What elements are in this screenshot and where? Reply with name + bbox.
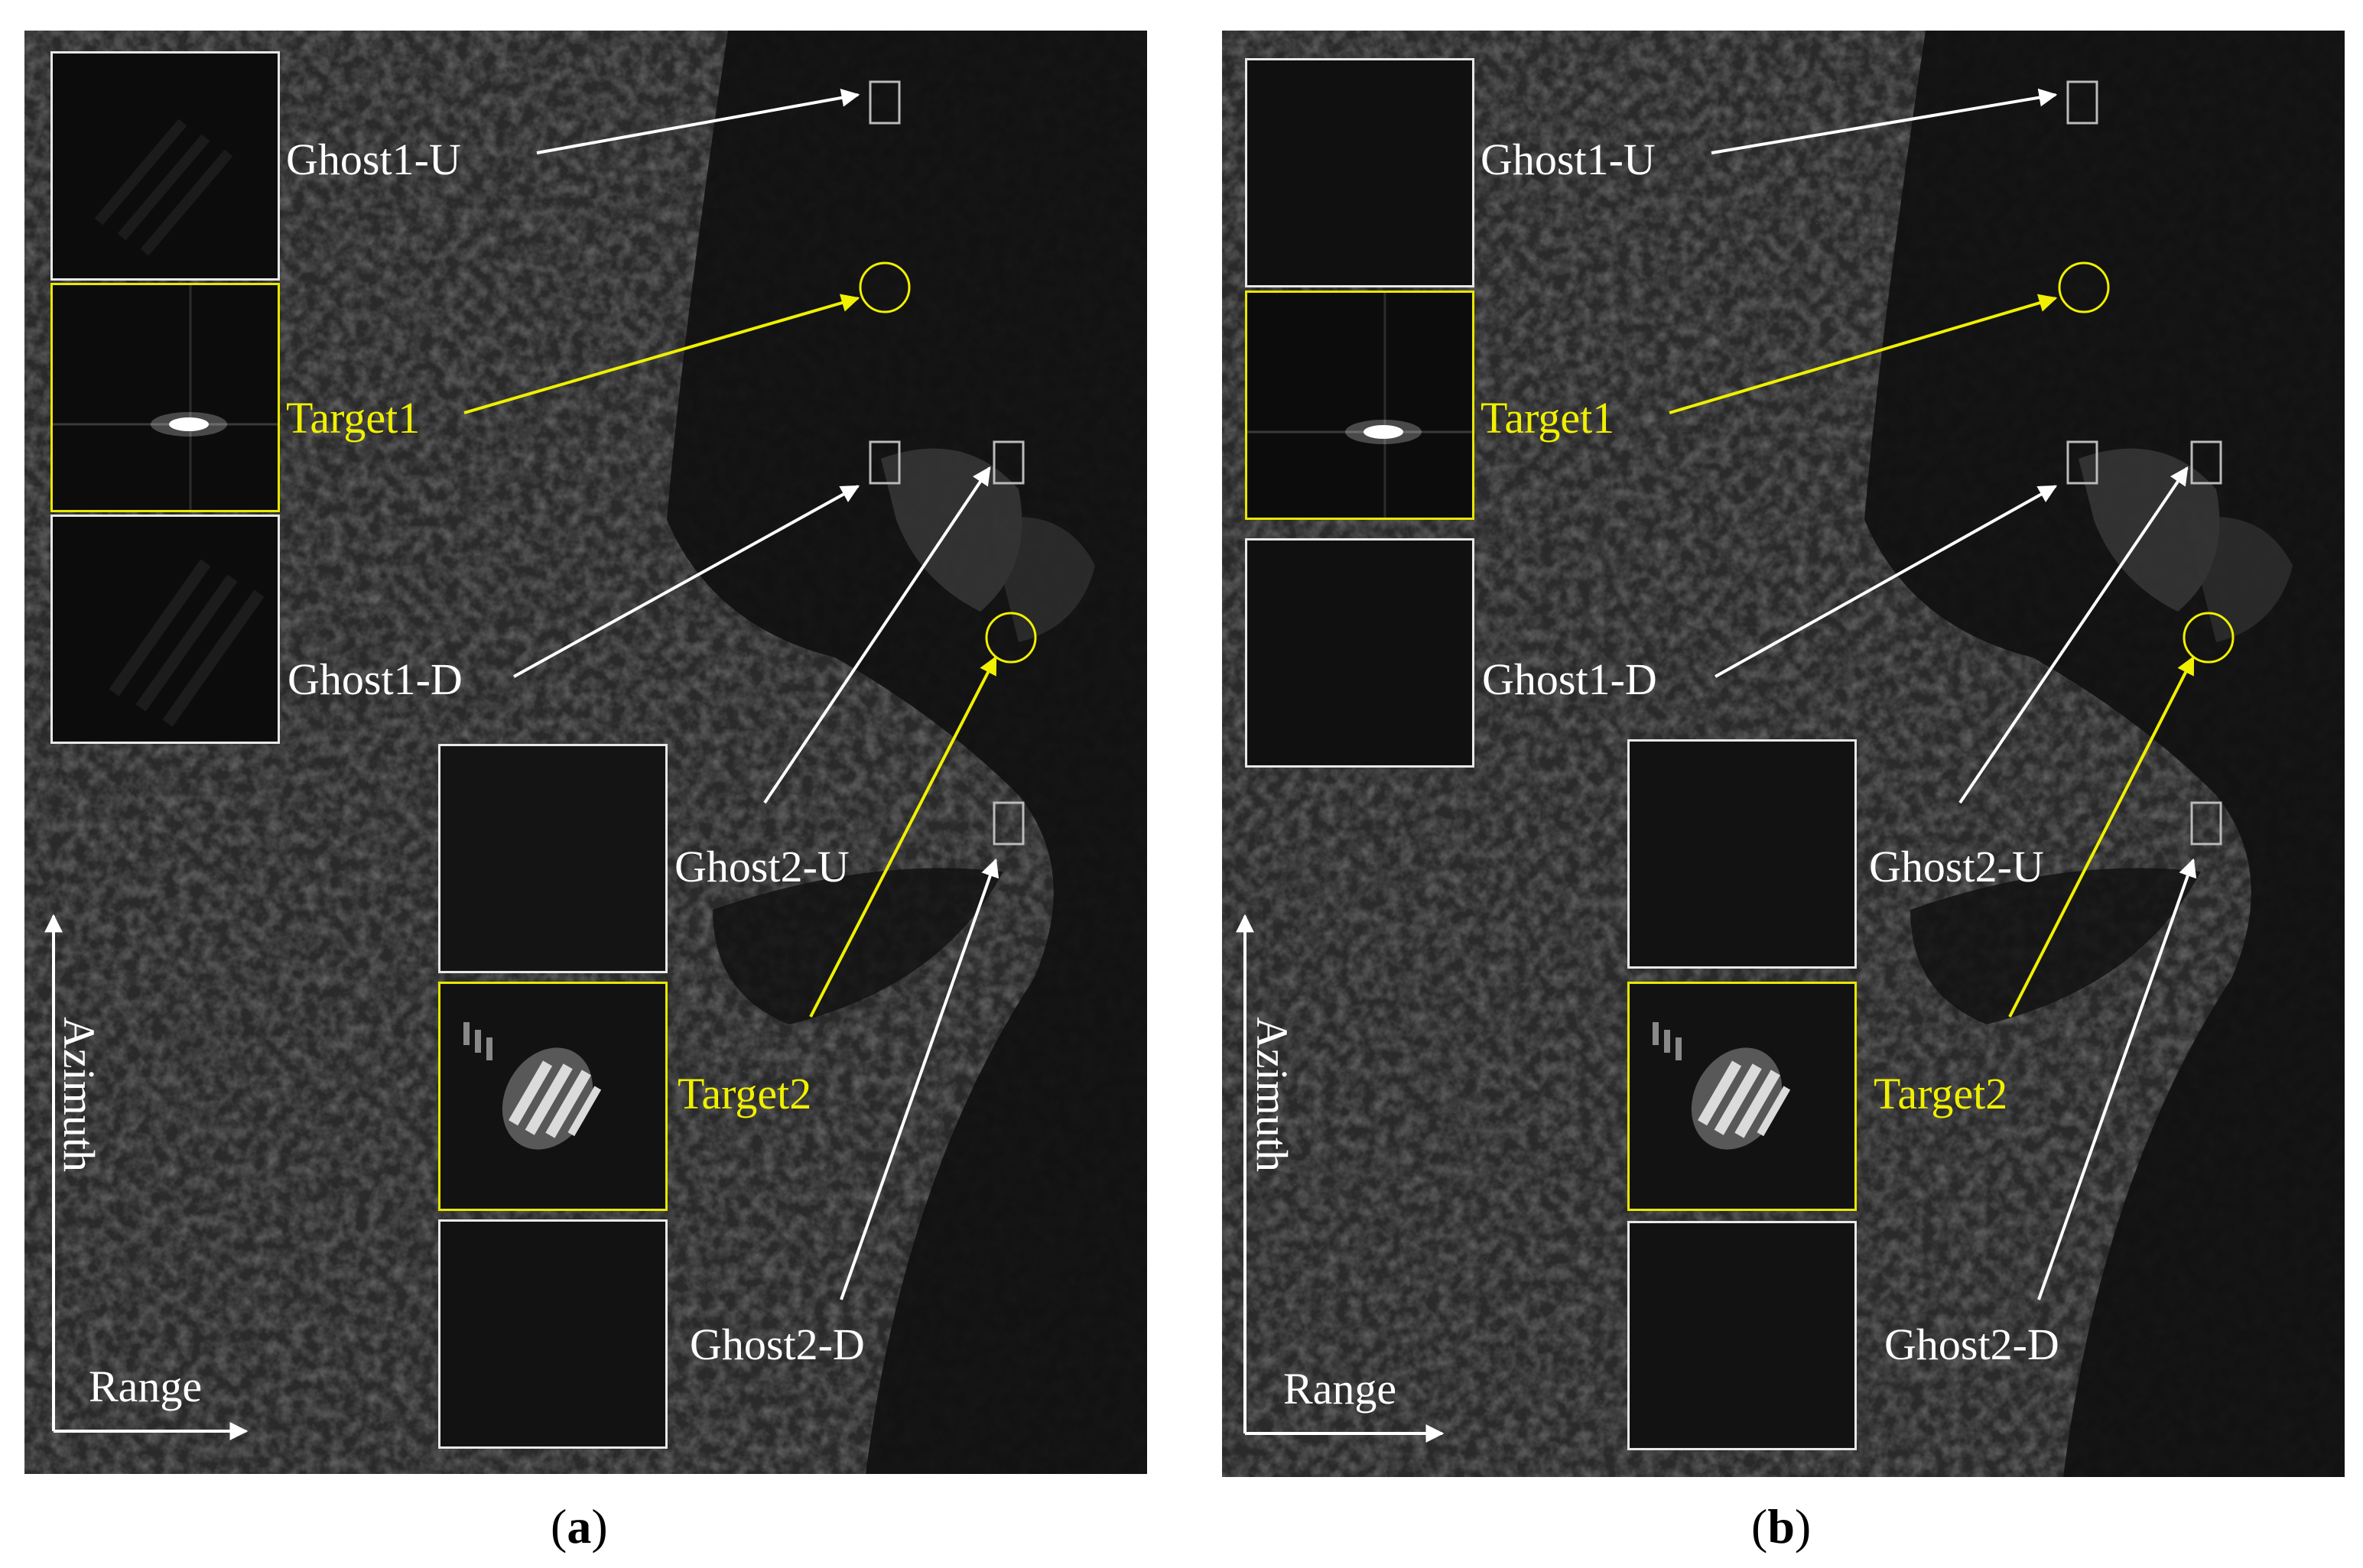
inset-ghost2-d <box>1627 1221 1857 1450</box>
arrow-ghost2-d <box>2037 858 2197 1300</box>
annotation-overlay <box>1236 80 2235 1443</box>
arrow-ghost2-d <box>840 858 999 1300</box>
inset-ghost1-u <box>1245 58 1474 287</box>
sar-image-panel-a: Ghost1-U Target1 Ghost1-D Ghost2-U Targe… <box>24 31 1147 1474</box>
label-target1: Target1 <box>286 393 421 443</box>
label-range: Range <box>1283 1364 1397 1414</box>
label-target1: Target1 <box>1481 393 1615 443</box>
label-target2: Target2 <box>1874 1069 2008 1118</box>
inset-ghost2-u <box>1627 739 1857 969</box>
label-ghost2-u: Ghost2-U <box>1869 842 2044 891</box>
arrow-ghost1-d <box>1715 485 2058 678</box>
label-target2: Target2 <box>678 1069 812 1118</box>
target2-marker <box>985 612 1037 664</box>
label-azimuth: Azimuth <box>1247 1017 1297 1172</box>
inset-ghost1-d <box>50 515 280 744</box>
arrow-ghost2-u <box>763 466 991 804</box>
label-ghost1-u: Ghost1-U <box>286 135 461 184</box>
label-azimuth: Azimuth <box>54 1017 104 1172</box>
sar-image-panel-b: Ghost1-U Target1 Ghost1-D Ghost2-U Targe… <box>1222 31 2345 1477</box>
label-ghost1-d: Ghost1-D <box>1482 654 1657 704</box>
inset-target1 <box>1245 291 1474 520</box>
label-ghost1-u: Ghost1-U <box>1481 135 1656 184</box>
arrow-ghost1-d <box>513 485 860 678</box>
label-ghost2-u: Ghost2-U <box>674 842 850 891</box>
label-ghost2-d: Ghost2-D <box>690 1320 865 1369</box>
label-ghost1-d: Ghost1-D <box>288 654 463 704</box>
arrow-ghost2-u <box>1958 466 2189 804</box>
inset-ghost2-u <box>438 744 668 973</box>
label-ghost2-d: Ghost2-D <box>1884 1320 2059 1369</box>
inset-ghost2-d <box>438 1219 668 1449</box>
arrow-ghost1-u <box>1711 88 2058 154</box>
label-range: Range <box>89 1362 203 1411</box>
arrow-target2 <box>809 655 997 1018</box>
inset-target2 <box>438 982 668 1211</box>
arrow-target2 <box>2008 655 2195 1018</box>
ghost1-u-marker <box>2066 80 2098 125</box>
inset-ghost1-d <box>1245 538 1474 768</box>
ghost2-d-marker <box>2190 801 2222 846</box>
ghost1-u-marker <box>869 80 901 125</box>
arrow-target1 <box>1669 294 2058 414</box>
target1-marker <box>2058 261 2110 313</box>
ghost1-d-marker <box>869 440 901 485</box>
inset-target1 <box>50 283 280 512</box>
ghost2-u-marker <box>993 440 1025 485</box>
ghost2-u-marker <box>2190 440 2222 485</box>
target1-marker <box>859 261 911 313</box>
ghost1-d-marker <box>2066 440 2098 485</box>
inset-ghost1-u <box>50 51 280 281</box>
caption-b: (b) <box>1751 1499 1812 1553</box>
annotation-overlay <box>44 80 1037 1440</box>
arrow-ghost1-u <box>536 89 860 154</box>
inset-target2 <box>1627 982 1857 1211</box>
arrow-target1 <box>463 294 860 414</box>
caption-a: (a) <box>551 1499 608 1553</box>
target2-marker <box>2183 612 2235 664</box>
ghost2-d-marker <box>993 801 1025 846</box>
